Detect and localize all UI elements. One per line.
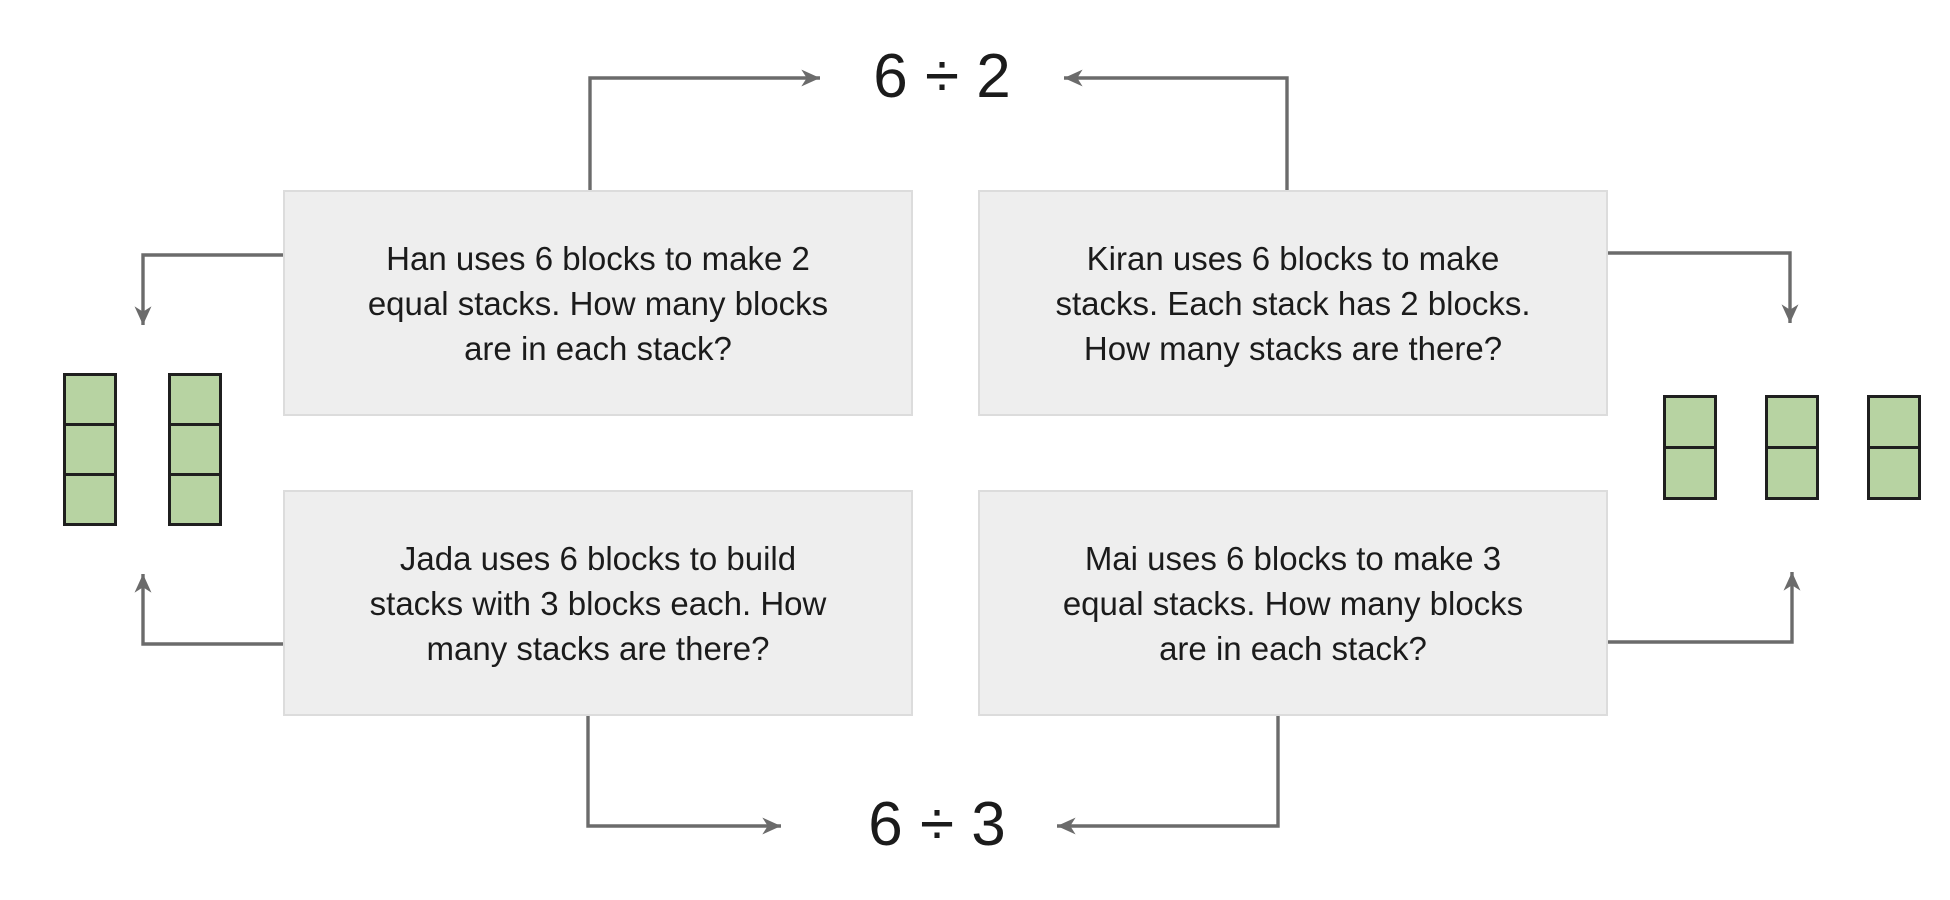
block xyxy=(168,373,222,426)
block-stack xyxy=(63,373,117,526)
card-kiran-text: Kiran uses 6 blocks to make stacks. Each… xyxy=(1055,239,1531,367)
card-han-text: Han uses 6 blocks to make 2 equal stacks… xyxy=(367,239,829,367)
block xyxy=(1867,395,1921,449)
block xyxy=(63,423,117,476)
block xyxy=(168,473,222,526)
block-stack xyxy=(168,373,222,526)
card-jada: Jada uses 6 blocks to build stacks with … xyxy=(283,490,913,716)
card-kiran: Kiran uses 6 blocks to make stacks. Each… xyxy=(978,190,1608,416)
block xyxy=(1765,395,1819,449)
block xyxy=(1765,446,1819,500)
card-jada-text: Jada uses 6 blocks to build stacks with … xyxy=(369,539,827,667)
connector-jada-to-bottom-expression xyxy=(586,716,781,835)
connector-jada-to-left-blocks xyxy=(134,574,283,646)
card-han: Han uses 6 blocks to make 2 equal stacks… xyxy=(283,190,913,416)
block-stack xyxy=(1867,395,1921,500)
expression-top: 6 ÷ 2 xyxy=(873,42,1011,111)
connector-kiran-to-right-blocks xyxy=(1608,251,1799,323)
block xyxy=(63,473,117,526)
connector-mai-to-bottom-expression xyxy=(1057,716,1280,835)
block xyxy=(1663,395,1717,449)
connector-han-to-left-blocks xyxy=(134,253,283,325)
block xyxy=(1663,446,1717,500)
block-diagram-left xyxy=(63,373,222,526)
card-mai-text: Mai uses 6 blocks to make 3 equal stacks… xyxy=(1062,539,1524,667)
connector-mai-to-right-blocks xyxy=(1608,572,1801,644)
block-diagram-right xyxy=(1663,395,1921,500)
block xyxy=(168,423,222,476)
block xyxy=(1867,446,1921,500)
connector-kiran-to-top-expression xyxy=(1064,69,1289,190)
block-stack xyxy=(1663,395,1717,500)
block xyxy=(63,373,117,426)
card-mai: Mai uses 6 blocks to make 3 equal stacks… xyxy=(978,490,1608,716)
expression-bottom: 6 ÷ 3 xyxy=(868,790,1006,859)
connector-han-to-top-expression xyxy=(588,69,820,190)
block-stack xyxy=(1765,395,1819,500)
